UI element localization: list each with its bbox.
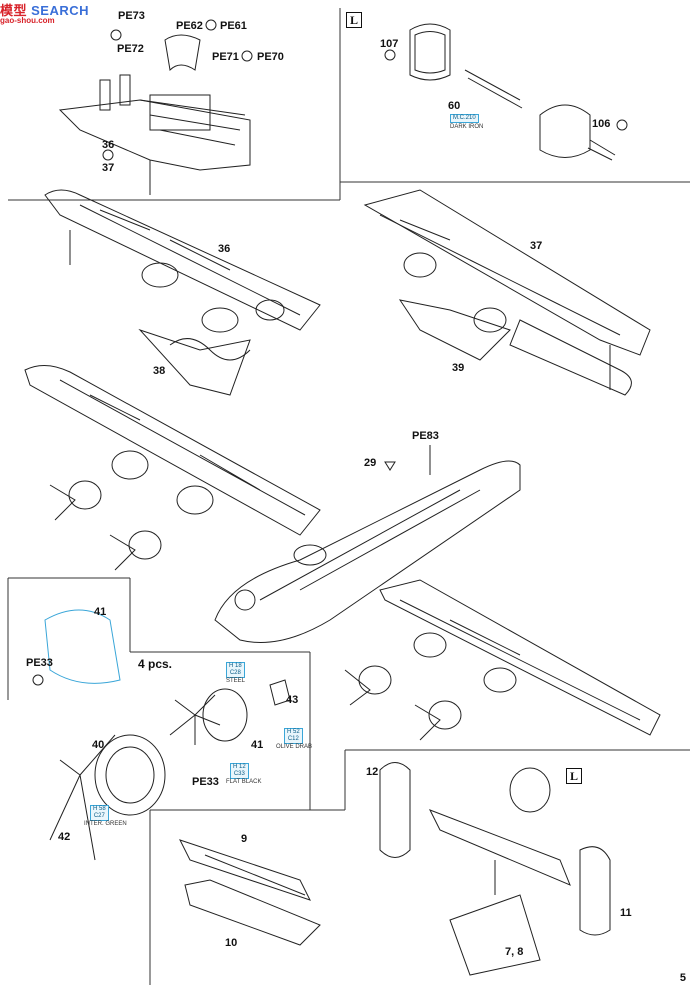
color-code-steel: H 18 C28 <box>226 662 245 678</box>
part-label-pe72: PE72 <box>117 43 144 55</box>
part-label-10: 10 <box>225 937 238 949</box>
color-name-steel: STEEL <box>226 678 246 684</box>
watermark-url: gao-shou.com <box>0 16 55 25</box>
lower-wing-drawing <box>24 365 321 571</box>
part-label-29: 29 <box>364 457 377 469</box>
part-label-107: 107 <box>380 38 399 50</box>
part-label-38: 38 <box>153 365 166 377</box>
part-label-pe62: PE62 <box>176 20 203 32</box>
l-marker-bottom: L <box>566 768 582 784</box>
color-code-inter-green: H 58 C27 <box>90 805 109 821</box>
part-label-7-8: 7, 8 <box>505 946 524 958</box>
seat-assembly-drawing <box>58 34 251 195</box>
wing-37-drawing <box>363 189 651 396</box>
part-label-36-top: 36 <box>102 139 115 151</box>
page-number: 5 <box>679 972 686 984</box>
elevator-drawing <box>179 839 321 946</box>
quantity-label: 4 pcs. <box>138 657 173 671</box>
part-label-12: 12 <box>366 766 379 778</box>
tail-assembly-drawing <box>379 762 611 976</box>
wing-36-drawing <box>44 189 321 396</box>
color-code-dark-iron: M.C.210 <box>450 114 479 123</box>
part-label-pe73: PE73 <box>118 10 145 22</box>
color-code-flat-black: H 12 C33 <box>230 763 249 779</box>
part-label-60: 60 <box>448 100 461 112</box>
part-label-106: 106 <box>592 118 611 130</box>
color-name-flat-black: FLAT BLACK <box>226 779 262 785</box>
color-name-olive-drab: OLIVE DRAB <box>276 744 313 750</box>
callout-circles <box>32 19 628 686</box>
part-label-9: 9 <box>241 833 248 845</box>
watermark-logo: 模型 SEARCH <box>0 3 90 18</box>
engine-detail-drawing <box>44 609 291 861</box>
color-name-inter-green: INTER. GREEN <box>84 821 127 827</box>
l-marker-top: L <box>346 12 362 28</box>
part-label-pe33-inset: PE33 <box>26 657 53 669</box>
fuselage-drawing <box>214 445 521 643</box>
part-label-41: 41 <box>251 739 264 751</box>
part-label-pe33: PE33 <box>192 776 219 788</box>
part-label-42: 42 <box>58 831 71 843</box>
right-wing-drawing <box>344 579 661 741</box>
part-label-37-top: 37 <box>102 162 115 174</box>
part-label-41-inset: 41 <box>94 606 107 618</box>
part-label-40: 40 <box>92 739 105 751</box>
color-code-olive-drab: H 52 C12 <box>284 728 303 744</box>
part-label-pe61: PE61 <box>220 20 247 32</box>
part-label-11: 11 <box>620 907 632 919</box>
part-label-43: 43 <box>286 694 299 706</box>
part-label-37: 37 <box>530 240 543 252</box>
part-label-pe70: PE70 <box>257 51 284 63</box>
part-label-36: 36 <box>218 243 231 255</box>
part-label-pe71: PE71 <box>212 51 239 63</box>
part-label-pe83: PE83 <box>412 430 439 442</box>
part-label-39: 39 <box>452 362 465 374</box>
color-name-dark-iron: DARK IRON <box>450 124 484 130</box>
turret-drawing <box>409 23 616 161</box>
